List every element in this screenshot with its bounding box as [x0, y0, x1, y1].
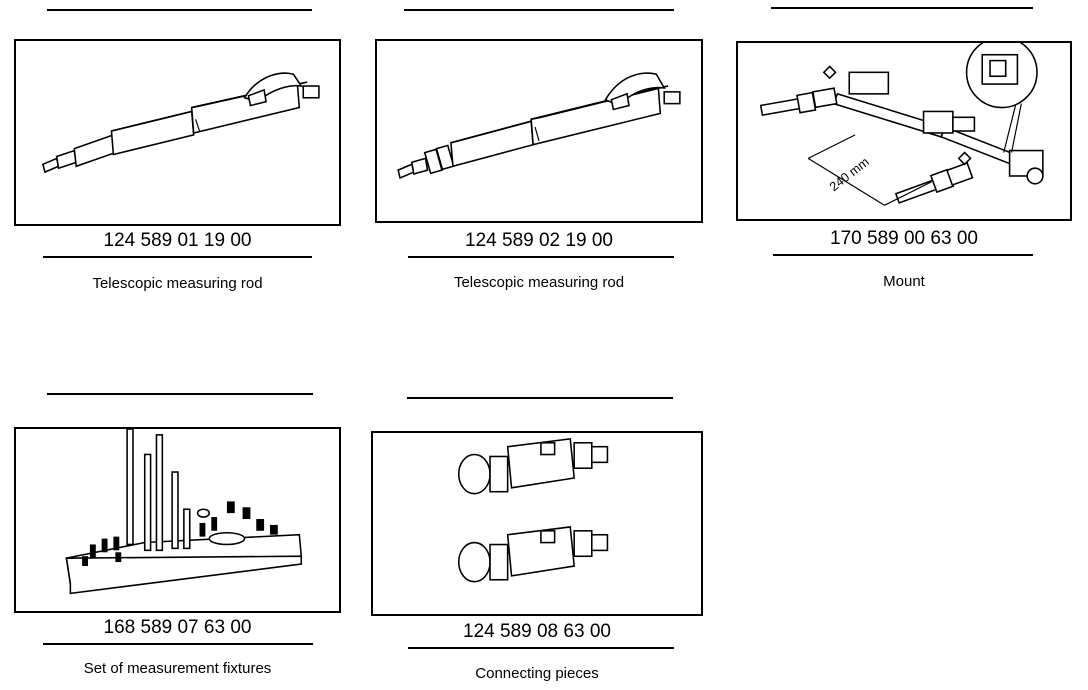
telescopic-rod-icon	[42, 72, 320, 174]
tool-1-caption: Telescopic measuring rod	[92, 275, 263, 292]
tool-5-mid-rule	[408, 647, 674, 649]
tool-4-frame	[14, 427, 341, 613]
tool-1-top-rule	[47, 9, 312, 11]
connecting-pieces-icon	[457, 437, 609, 583]
tool-4-part-number: 168 589 07 63 00	[103, 617, 252, 638]
tool-4-caption: Set of measurement fixtures	[83, 660, 272, 677]
tool-5-frame	[371, 431, 703, 616]
tool-2-mid-rule	[408, 256, 674, 258]
tool-3-top-rule	[771, 7, 1033, 9]
tool-1-part-number: 124 589 01 19 00	[103, 230, 252, 251]
tool-3-mid-rule	[773, 254, 1033, 256]
tool-2-part-number: 124 589 02 19 00	[465, 230, 613, 251]
tool-2-caption: Telescopic measuring rod	[453, 274, 625, 291]
tool-4-top-rule	[47, 393, 313, 395]
fixture-set-icon	[65, 429, 303, 595]
tool-1-mid-rule	[43, 256, 312, 258]
tool-2-frame	[375, 39, 703, 223]
telescopic-rod-icon	[397, 72, 681, 180]
tool-5-top-rule	[407, 397, 673, 399]
tool-5-caption: Connecting pieces	[475, 665, 599, 682]
tool-3-frame: 240 mm	[736, 41, 1072, 221]
tool-3-caption: Mount	[883, 273, 925, 290]
tool-2-top-rule	[404, 9, 674, 11]
mount-icon: 240 mm	[759, 43, 1044, 206]
tool-1-frame	[14, 39, 341, 226]
tool-4-mid-rule	[43, 643, 313, 645]
tool-3-part-number: 170 589 00 63 00	[830, 228, 978, 249]
tool-5-part-number: 124 589 08 63 00	[463, 621, 611, 642]
